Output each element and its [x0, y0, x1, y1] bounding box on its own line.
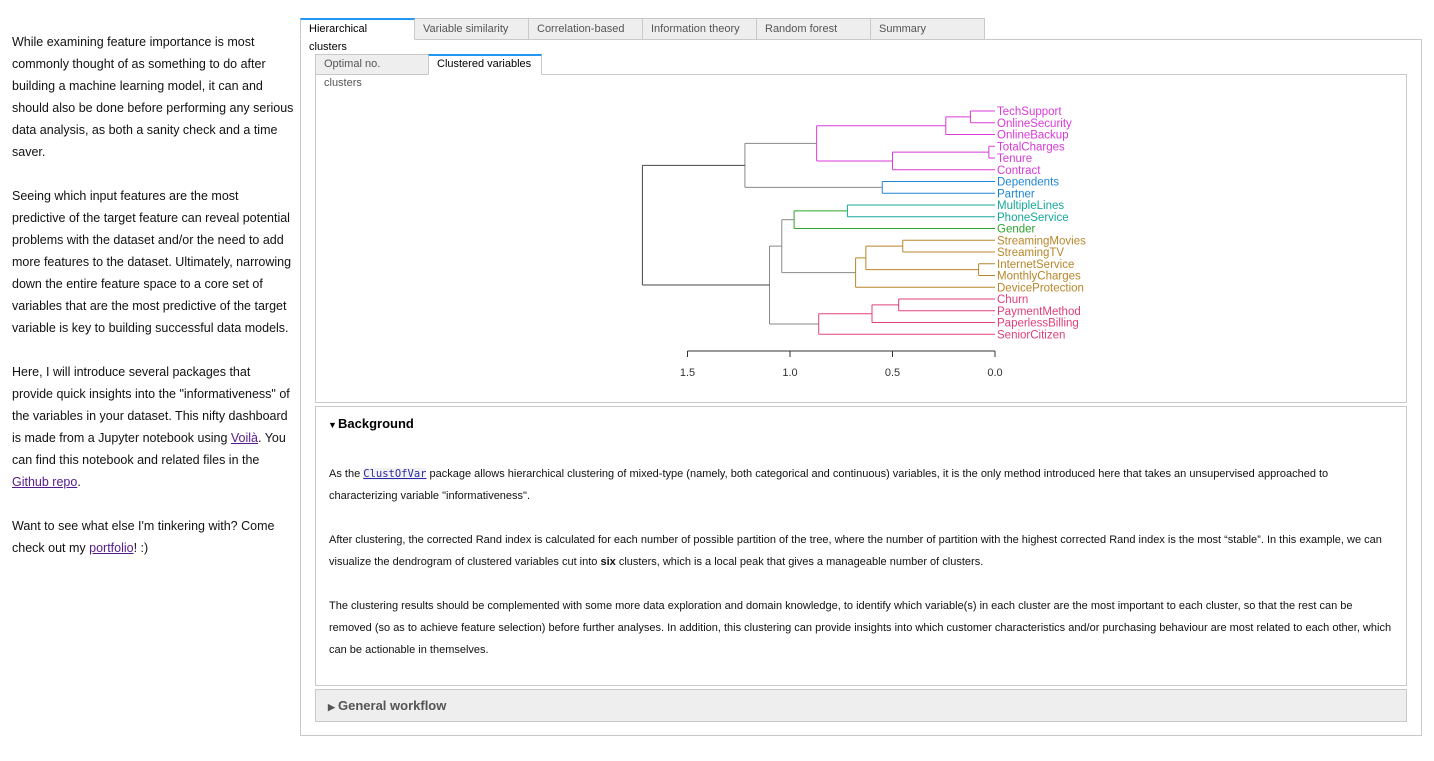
leaf-label: PaymentMethod — [997, 306, 1081, 318]
tab-hierarchical-clusters[interactable]: Hierarchical clusters — [300, 18, 415, 53]
background-paragraph-1: As the ClustOfVar package allows hierarc… — [329, 463, 1395, 507]
github-repo-link[interactable]: Github repo — [12, 475, 78, 489]
leaf-label: OnlineSecurity — [997, 118, 1072, 130]
general-workflow-title: General workflow — [338, 698, 447, 713]
outer-tab-bar: Hierarchical clusters Variable similarit… — [300, 18, 985, 53]
intro-text: ! :) — [133, 541, 149, 555]
clustofvar-link[interactable]: ClustOfVar — [363, 468, 427, 480]
leaf-label: TechSupport — [997, 106, 1062, 118]
leaf-label: MonthlyCharges — [997, 271, 1081, 283]
background-paragraph-2: After clustering, the corrected Rand ind… — [329, 529, 1395, 573]
sidebar-intro: While examining feature importance is mo… — [12, 31, 294, 581]
background-accordion: ▼Background As the ClustOfVar package al… — [315, 406, 1407, 686]
x-tick-label: 0.0 — [987, 367, 1002, 379]
tab-clustered-variables[interactable]: Clustered variables — [428, 54, 542, 75]
leaf-label: DeviceProtection — [997, 282, 1084, 294]
tab-optimal-no-clusters[interactable]: Optimal no. clusters — [315, 54, 429, 89]
background-title: Background — [338, 416, 414, 431]
leaf-label: MultipleLines — [997, 200, 1064, 212]
background-toggle[interactable]: ▼Background — [328, 416, 414, 431]
voila-link[interactable]: Voilà — [230, 431, 258, 445]
leaf-label: InternetService — [997, 259, 1074, 271]
intro-paragraph-2: Seeing which input features are the most… — [12, 189, 292, 335]
leaf-label: Tenure — [997, 153, 1032, 165]
tab-random-forest[interactable]: Random forest — [756, 18, 871, 40]
leaf-label: Partner — [997, 188, 1035, 200]
background-paragraph-3: The clustering results should be complem… — [329, 600, 1392, 656]
leaf-label: Churn — [997, 294, 1028, 306]
intro-text: . — [77, 475, 81, 489]
intro-text: Want to see what else I'm tinkering with… — [12, 519, 275, 555]
intro-text: Here, I will introduce several packages … — [12, 365, 290, 445]
intro-text: . You can find this notebook and related… — [12, 431, 286, 467]
intro-paragraph-3: Here, I will introduce several packages … — [12, 361, 294, 493]
bold-six: six — [600, 556, 616, 568]
x-tick-label: 1.5 — [680, 367, 695, 379]
triangle-right-icon: ▶ — [328, 702, 335, 712]
intro-paragraph-4: Want to see what else I'm tinkering with… — [12, 515, 294, 559]
background-text: clusters, which is a local peak that giv… — [615, 556, 984, 568]
triangle-down-icon: ▼ — [328, 420, 337, 430]
leaf-label: Contract — [997, 165, 1041, 177]
leaf-label: Gender — [997, 224, 1036, 236]
dendrogram-chart: TechSupportOnlineSecurityOnlineBackupTot… — [641, 106, 1086, 379]
tab-variable-similarity[interactable]: Variable similarity — [414, 18, 529, 40]
leaf-label: OnlineBackup — [997, 130, 1069, 142]
tab-correlation-based[interactable]: Correlation-based — [528, 18, 643, 40]
general-workflow-toggle[interactable]: ▶General workflow — [328, 698, 446, 713]
portfolio-link[interactable]: portfolio — [89, 541, 134, 555]
x-tick-label: 0.5 — [885, 367, 900, 379]
leaf-label: StreamingMovies — [997, 235, 1086, 247]
leaf-label: Dependents — [997, 177, 1059, 189]
general-workflow-accordion[interactable]: ▶General workflow — [315, 689, 1407, 722]
background-content: As the ClustOfVar package allows hierarc… — [329, 463, 1395, 683]
leaf-label: StreamingTV — [997, 247, 1064, 259]
background-text: package allows hierarchical clustering o… — [329, 468, 1329, 502]
tab-summary[interactable]: Summary — [870, 18, 985, 40]
background-text: After clustering, the corrected Rand ind… — [329, 534, 1382, 568]
x-tick-label: 1.0 — [782, 367, 797, 379]
tab-information-theory[interactable]: Information theory — [642, 18, 757, 40]
intro-paragraph-1: While examining feature importance is mo… — [12, 35, 294, 159]
background-text: As the — [329, 468, 364, 480]
leaf-label: SeniorCitizen — [997, 329, 1065, 341]
leaf-label: PaperlessBilling — [997, 318, 1079, 330]
leaf-label: TotalCharges — [997, 141, 1065, 153]
leaf-label: PhoneService — [997, 212, 1069, 224]
inner-tab-bar: Optimal no. clusters Clustered variables — [315, 54, 542, 89]
